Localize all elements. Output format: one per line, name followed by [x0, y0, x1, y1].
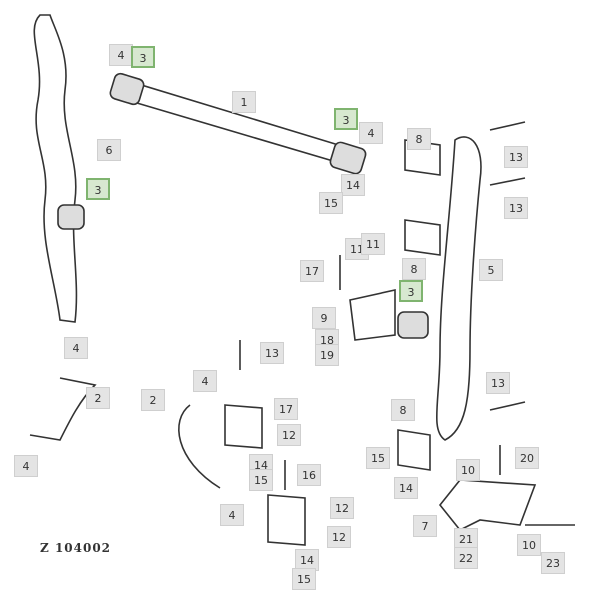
callout-label-16: 16 [297, 464, 321, 486]
callout-label-17: 17 [300, 260, 324, 282]
plate-part [438, 479, 537, 532]
callout-label-11: 11 [361, 233, 385, 255]
callout-label-17: 17 [274, 398, 298, 420]
callout-label-5: 5 [479, 259, 503, 281]
clamp-part [224, 404, 263, 449]
callout-label-10: 10 [517, 534, 541, 556]
callout-label-9: 9 [312, 307, 336, 329]
callout-label-20: 20 [515, 447, 539, 469]
callout-label-3: 3 [86, 178, 110, 200]
callout-label-3: 3 [334, 108, 358, 130]
callout-label-13: 13 [504, 146, 528, 168]
callout-label-21: 21 [454, 528, 478, 550]
callout-label-15: 15 [292, 568, 316, 590]
callout-label-4: 4 [220, 504, 244, 526]
bracket-part [349, 289, 396, 341]
callout-label-4: 4 [109, 44, 133, 66]
callout-label-8: 8 [407, 128, 431, 150]
callout-label-2: 2 [86, 387, 110, 409]
bushing-part [397, 311, 429, 339]
callout-label-8: 8 [402, 258, 426, 280]
callout-label-15: 15 [319, 192, 343, 214]
callout-label-4: 4 [359, 122, 383, 144]
callout-label-13: 13 [260, 342, 284, 364]
callout-label-3: 3 [399, 280, 423, 302]
bushing-part [57, 204, 85, 230]
clamp-part [267, 494, 306, 546]
callout-label-14: 14 [341, 174, 365, 196]
callout-label-23: 23 [541, 552, 565, 574]
callout-label-4: 4 [193, 370, 217, 392]
cross-bar-part [119, 79, 356, 167]
right-frame-part [435, 136, 482, 441]
clamp-part [404, 219, 441, 256]
callout-label-19: 19 [315, 344, 339, 366]
callout-label-6: 6 [97, 139, 121, 161]
tube-part [178, 404, 221, 489]
bushing-part [109, 72, 145, 106]
callout-label-8: 8 [391, 399, 415, 421]
callout-label-15: 15 [366, 447, 390, 469]
clamp-part [397, 429, 431, 471]
callout-label-13: 13 [486, 372, 510, 394]
callout-label-4: 4 [64, 337, 88, 359]
callout-label-3: 3 [131, 46, 155, 68]
callout-label-2: 2 [141, 389, 165, 411]
callout-label-12: 12 [327, 526, 351, 548]
callout-label-12: 12 [277, 424, 301, 446]
bolt-part [239, 121, 575, 526]
callout-label-10: 10 [456, 459, 480, 481]
callout-label-22: 22 [454, 547, 478, 569]
callout-label-15: 15 [249, 469, 273, 491]
callout-label-4: 4 [14, 455, 38, 477]
tube-part [29, 377, 97, 441]
left-frame-part [33, 14, 78, 323]
figure-caption: Z 104002 [40, 541, 112, 555]
bushing-part [329, 141, 367, 175]
callout-label-14: 14 [394, 477, 418, 499]
callout-label-1: 1 [232, 91, 256, 113]
callout-label-13: 13 [504, 197, 528, 219]
callout-label-7: 7 [413, 515, 437, 537]
callout-label-12: 12 [330, 497, 354, 519]
